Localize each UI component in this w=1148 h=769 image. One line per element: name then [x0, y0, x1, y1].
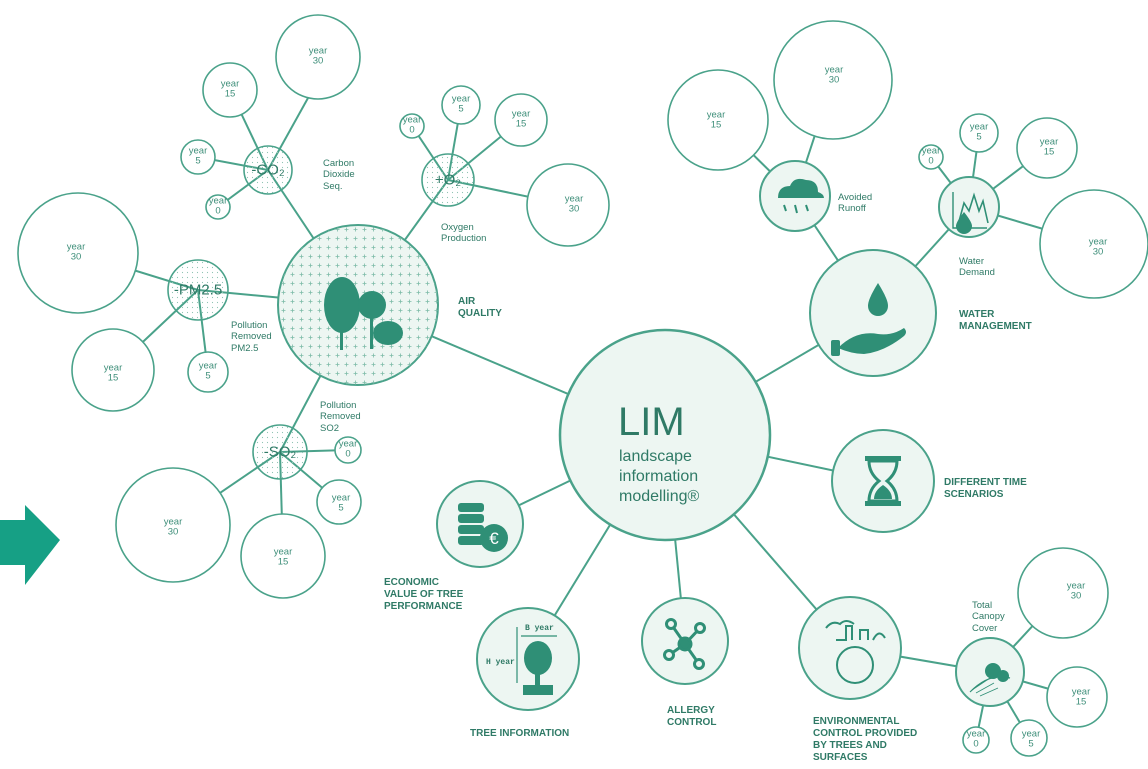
year-label: year 15 — [511, 108, 531, 130]
year-label: year 15 — [706, 109, 726, 131]
year-label: year 5 — [331, 492, 351, 514]
molecule-icon — [663, 618, 706, 670]
water-management-label: WATER MANAGEMENT — [959, 309, 1032, 332]
air-quality-label: AIR QUALITY — [458, 296, 502, 319]
chem-circles — [167, 145, 475, 480]
environment-icon — [825, 620, 886, 684]
year-label: year 0 — [338, 438, 358, 460]
year-label: year 0 — [208, 195, 228, 217]
year-label: year 30 — [824, 64, 844, 86]
allergy-control-label: ALLERGY CONTROL — [667, 705, 717, 728]
co2-label: Carbon Dioxide Seq. — [323, 158, 355, 192]
o2-symbol: +O₂ — [434, 171, 462, 189]
year-label: year 15 — [273, 546, 293, 568]
pm25-label: Pollution Removed PM2.5 — [231, 320, 272, 354]
year-label: year 30 — [564, 193, 584, 215]
year-label: year 15 — [103, 362, 123, 384]
avoided-runoff-label: Avoided Runoff — [838, 192, 873, 215]
economic-value-circle — [436, 480, 524, 568]
hourglass-icon — [865, 456, 901, 506]
year-circles — [17, 14, 1148, 757]
year-label: year 5 — [1021, 728, 1041, 750]
time-scenarios-circle — [831, 429, 935, 533]
water-drop-hand-icon — [831, 283, 906, 356]
year-label: year 0 — [921, 145, 941, 167]
water-demand-circle — [938, 176, 1000, 238]
water-demand-icon — [952, 192, 989, 234]
year-label: year 5 — [451, 93, 471, 115]
so2-symbol: -SO₂ — [263, 443, 297, 461]
b-year-text: B year — [525, 624, 554, 633]
pm25-symbol: -PM2.5 — [173, 281, 223, 299]
year-label: year 5 — [198, 360, 218, 382]
year-label: year 15 — [220, 78, 240, 100]
year-label: year 0 — [402, 114, 422, 136]
canopy-cover-label: Total Canopy Cover — [972, 600, 1005, 634]
coins-euro-icon: € — [458, 503, 508, 552]
tree-icon — [324, 277, 403, 350]
arrow-icon — [0, 505, 60, 585]
canopy-icon — [969, 663, 1011, 697]
year-label: year 15 — [1039, 136, 1059, 158]
h-year-text: H year — [486, 658, 515, 667]
rain-cloud-icon — [778, 178, 824, 214]
time-scenarios-label: DIFFERENT TIME SCENARIOS — [944, 477, 1027, 500]
tree-growth-icon: B year H year — [486, 624, 557, 695]
lim-subtitle: landscape information modelling® — [619, 448, 700, 505]
co2-symbol: -CO₂ — [251, 161, 285, 179]
year-label: year 5 — [969, 121, 989, 143]
year-label: year 30 — [308, 45, 328, 67]
economic-value-label: ECONOMIC VALUE OF TREE PERFORMANCE — [384, 577, 464, 612]
tree-information-label: TREE INFORMATION — [470, 728, 570, 739]
water-demand-label: Water Demand — [959, 256, 995, 279]
svg-text:€: € — [489, 529, 499, 548]
year-label: year 30 — [163, 516, 183, 538]
year-label: year 30 — [66, 241, 86, 263]
lim-center-circle — [558, 328, 772, 542]
year-label: year 5 — [188, 145, 208, 167]
o2-label: Oxygen Production — [441, 222, 487, 245]
environmental-control-label: ENVIRONMENTAL CONTROL PROVIDED BY TREES … — [813, 716, 918, 763]
year-label: year 0 — [966, 728, 986, 750]
year-label: year 15 — [1071, 686, 1091, 708]
lim-title: LIM — [618, 400, 685, 444]
so2-label: Pollution Removed SO2 — [320, 400, 361, 434]
year-label: year 30 — [1088, 236, 1108, 258]
year-label: year 30 — [1066, 580, 1086, 602]
